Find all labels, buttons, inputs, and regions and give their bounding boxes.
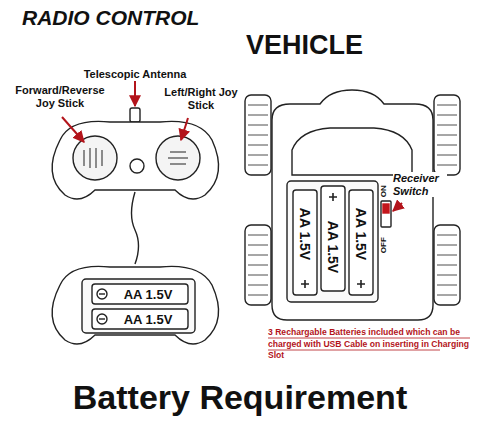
battery-label: AA 1.5V: [124, 312, 173, 327]
pointer-arrow: [393, 203, 402, 211]
battery-outline: [321, 186, 345, 291]
tread: [437, 145, 457, 146]
battery-label: AA 1.5V: [297, 208, 313, 260]
tread: [437, 105, 457, 106]
tread: [437, 125, 457, 126]
tread: [248, 105, 268, 106]
part-label: Telescopic Antenna: [84, 68, 187, 81]
tread: [248, 135, 268, 136]
body-panel: [292, 128, 412, 175]
tread: [437, 155, 457, 156]
pointer-arrow: [62, 117, 84, 142]
remote-back: [52, 266, 218, 344]
tread: [248, 255, 268, 256]
tread: [248, 165, 268, 166]
switch-knob: [383, 204, 389, 213]
button: [130, 159, 144, 173]
tread: [437, 115, 457, 116]
tread: [437, 265, 457, 266]
minus-symbol: [97, 289, 107, 299]
tread: [437, 285, 457, 286]
heading-box: VEHICLE: [246, 30, 446, 61]
battery-compartment: [287, 181, 378, 302]
part-label: Receiver Switch: [393, 172, 447, 197]
battery-label: AA 1.5V: [124, 287, 173, 302]
battery-label: AA 1.5V: [325, 221, 341, 273]
battery-outline: [293, 190, 317, 295]
battery-cell: AA 1.5V: [108, 284, 188, 304]
part-label-box: Telescopic Antenna: [75, 64, 195, 82]
tread: [437, 235, 457, 236]
part-label-box: Forward/Reverse Joy Stick: [8, 84, 112, 111]
tread: [437, 135, 457, 136]
switch-label: ON: [379, 185, 388, 197]
note: 3 Rechargable Batteries included which c…: [268, 327, 476, 362]
battery-cell: AA 1.5V: [349, 190, 373, 278]
tread: [248, 275, 268, 276]
battery-cell: AA 1.5V: [321, 203, 345, 291]
tread: [248, 115, 268, 116]
note-box: 3 Rechargable Batteries included which c…: [268, 327, 476, 363]
tread: [248, 125, 268, 126]
minus-symbol: [99, 318, 105, 319]
pointer-arrow: [134, 81, 136, 106]
tread: [248, 295, 268, 296]
title: RADIO CONTROL: [22, 6, 199, 30]
tread: [248, 245, 268, 246]
caption: Battery Requirement: [73, 378, 407, 417]
part-label-box: Receiver Switch: [393, 172, 447, 199]
switch-label-box: ON: [372, 179, 390, 203]
grip: [168, 152, 188, 164]
tread: [248, 235, 268, 236]
tread: [437, 295, 457, 296]
title-box: RADIO CONTROL: [22, 6, 262, 30]
minus-symbol: [97, 314, 107, 324]
tread: [248, 145, 268, 146]
heading: VEHICLE: [246, 30, 363, 61]
battery-outline: [349, 190, 373, 295]
vehicle-body: [272, 90, 433, 320]
caption-box: Battery Requirement: [10, 378, 470, 417]
part-label: Left/Right Joy Stick: [164, 86, 238, 111]
part-label-box: Left/Right Joy Stick: [164, 86, 238, 113]
minus-symbol: [99, 293, 105, 294]
battery-label: AA 1.5V: [353, 208, 369, 260]
pointer-arrow: [181, 118, 188, 140]
battery-outline: [92, 284, 188, 304]
joystick: [156, 136, 200, 180]
switch-label: OFF: [379, 237, 388, 253]
grip: [84, 148, 102, 168]
switch-label-box: OFF: [372, 233, 390, 257]
antenna: [130, 108, 140, 122]
tread: [248, 155, 268, 156]
switch: [381, 201, 391, 227]
joystick: [73, 136, 117, 180]
tread: [437, 165, 457, 166]
part-label: Forward/Reverse Joy Stick: [8, 84, 112, 109]
battery-outline: [92, 309, 188, 329]
tread: [437, 255, 457, 256]
battery-compartment: [82, 279, 195, 333]
tread: [437, 245, 457, 246]
tread: [248, 285, 268, 286]
battery-cell: AA 1.5V: [293, 190, 317, 278]
battery-cell: AA 1.5V: [108, 309, 188, 329]
tread: [248, 265, 268, 266]
cord: [132, 192, 139, 264]
tread: [437, 275, 457, 276]
